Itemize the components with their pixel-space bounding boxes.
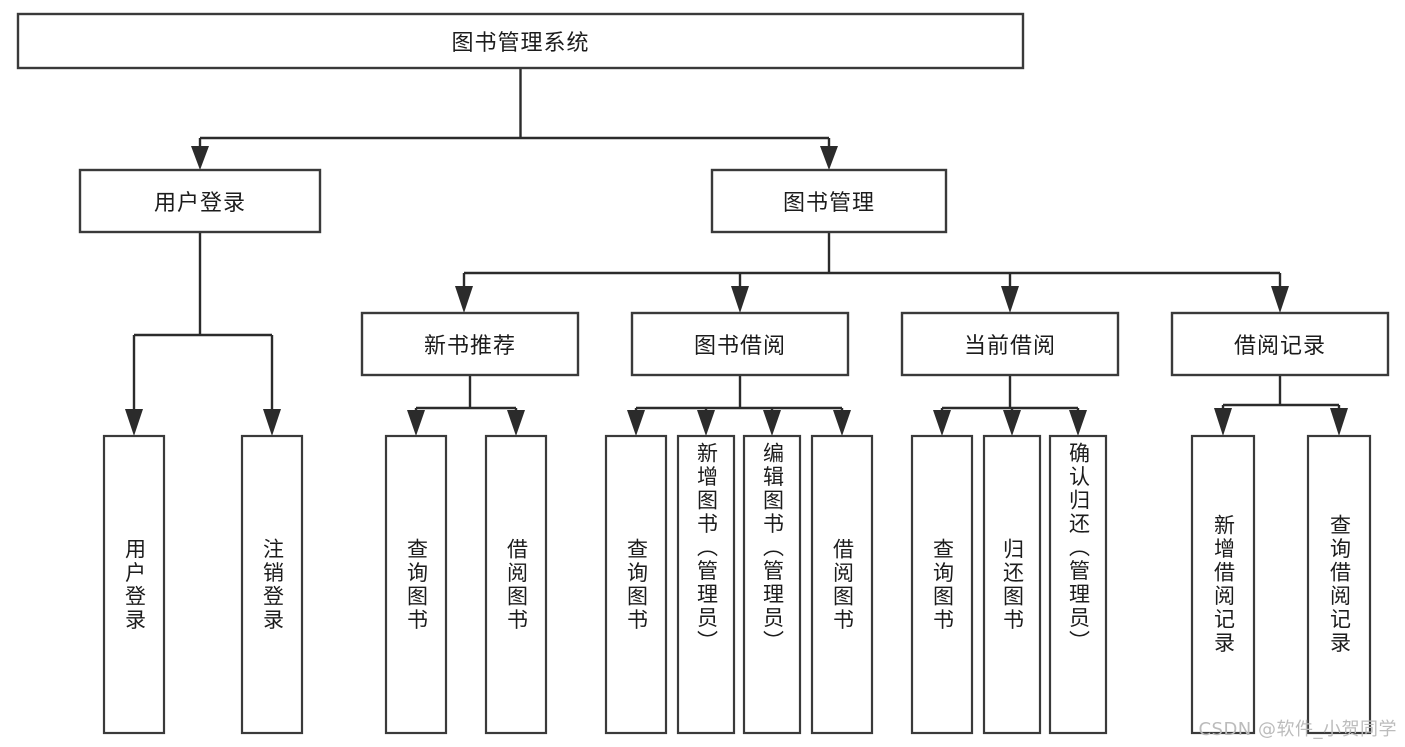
node-box-leaf-logout[interactable]	[240, 434, 304, 735]
node-box-leaf-query-book-1[interactable]	[384, 434, 448, 735]
node-box-leaf-query-book-3[interactable]	[910, 434, 974, 735]
arrow-leaf-borrow-book-1	[507, 410, 525, 436]
node-box-leaf-confirm-return[interactable]	[1048, 434, 1108, 735]
arrow-leaf-query-book-2	[627, 410, 645, 436]
node-box-root[interactable]	[16, 12, 1025, 70]
node-box-user-login[interactable]	[78, 168, 322, 234]
arrow-leaf-add-book	[697, 410, 715, 436]
arrow-leaf-return-book	[1003, 410, 1021, 436]
node-box-leaf-query-record[interactable]	[1306, 434, 1372, 735]
arrow-leaf-edit-book	[763, 410, 781, 436]
arrow-leaf-query-book-1	[407, 410, 425, 436]
arrow-borrow-record	[1271, 286, 1289, 313]
node-box-leaf-query-book-2[interactable]	[604, 434, 668, 735]
node-box-leaf-user-login[interactable]	[102, 434, 166, 735]
connector-borrow-record-to-leaves	[1214, 375, 1348, 436]
node-box-book-manage[interactable]	[710, 168, 948, 234]
arrow-leaf-confirm-return	[1069, 410, 1087, 436]
node-box-leaf-add-book[interactable]	[676, 434, 736, 735]
arrow-leaf-query-record	[1330, 408, 1348, 436]
connector-root-to-level2	[191, 68, 838, 170]
connector-new-book-to-leaves	[407, 375, 525, 436]
arrow-user-login	[191, 146, 209, 170]
node-box-leaf-borrow-book-2[interactable]	[810, 434, 874, 735]
connector-book-manage-to-level3	[455, 232, 1289, 313]
arrow-leaf-query-book-3	[933, 410, 951, 436]
node-box-new-book-recommend[interactable]	[360, 311, 580, 377]
node-box-leaf-add-record[interactable]	[1190, 434, 1256, 735]
connector-book-borrow-to-leaves	[627, 375, 851, 436]
node-box-book-borrow[interactable]	[630, 311, 850, 377]
arrow-leaf-borrow-book-2	[833, 410, 851, 436]
arrow-current-borrow	[1001, 286, 1019, 313]
node-box-leaf-borrow-book-1[interactable]	[484, 434, 548, 735]
arrow-leaf-logout	[263, 409, 281, 436]
node-box-current-borrow[interactable]	[900, 311, 1120, 377]
connector-current-borrow-to-leaves	[933, 375, 1087, 436]
arrow-book-borrow	[731, 286, 749, 313]
connector-user-login-to-leaves	[125, 232, 281, 436]
arrow-leaf-add-record	[1214, 408, 1232, 436]
node-box-leaf-edit-book[interactable]	[742, 434, 802, 735]
arrow-new-book-recommend	[455, 286, 473, 313]
arrow-leaf-user-login	[125, 409, 143, 436]
node-box-borrow-record[interactable]	[1170, 311, 1390, 377]
node-box-leaf-return-book[interactable]	[982, 434, 1042, 735]
arrow-book-manage	[820, 146, 838, 170]
